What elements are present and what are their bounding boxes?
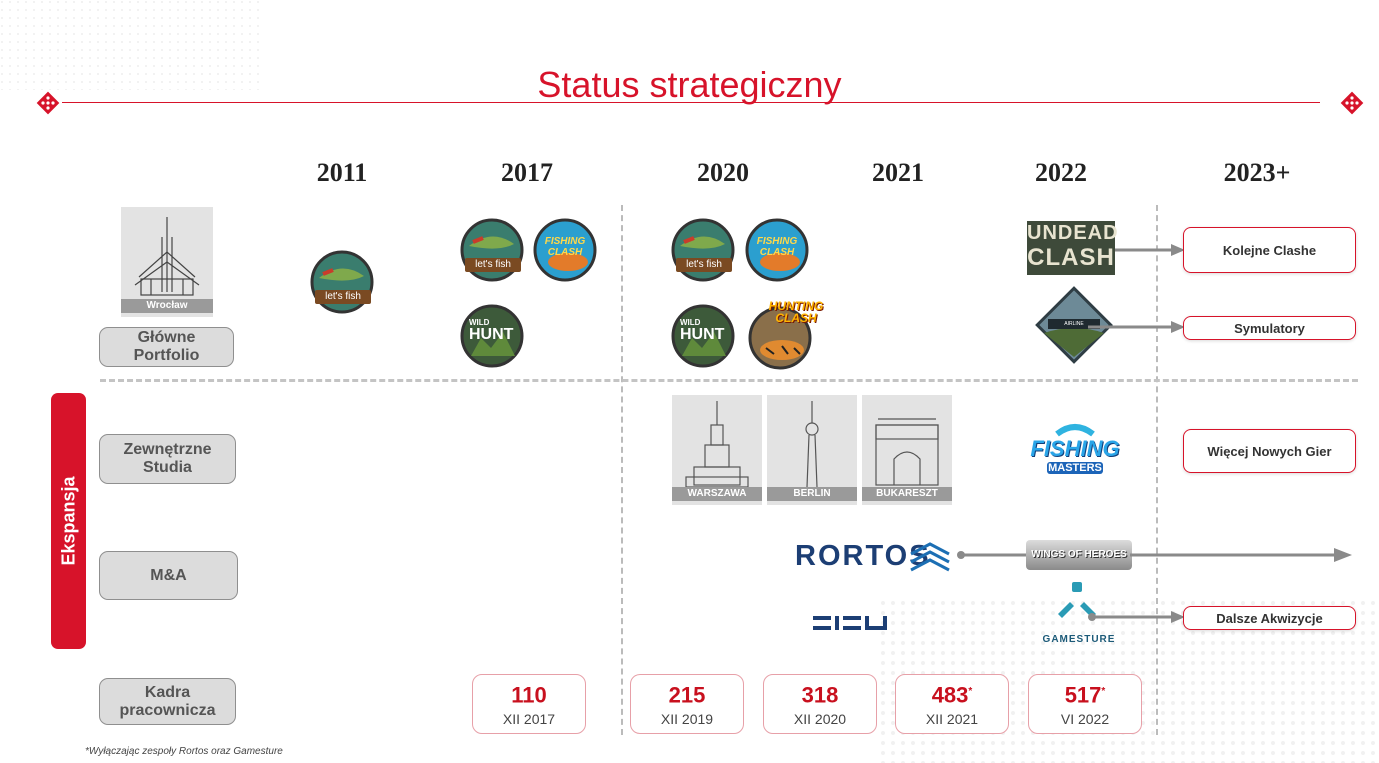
city-label-bukareszt: BUKARESZT [862,487,952,501]
staff-count: 483* [896,680,1008,707]
year-2022: 2022 [1035,158,1087,187]
gamesture-name: GAMESTURE [1042,634,1116,645]
future-kolejne-clashe: Kolejne Clashe [1183,227,1356,273]
city-label-warszawa: WARSZAWA [672,487,762,501]
staff-box-2017: 110 XII 2017 [472,674,586,734]
city-label-berlin: BERLIN [767,487,857,501]
fishing-clash-text: FISHING CLASH [756,236,798,258]
studio-berlin: BERLIN [767,395,857,505]
divider-2023 [1156,205,1158,735]
staff-asterisk: * [1101,686,1106,697]
studio-warszawa: WARSZAWA [672,395,762,505]
future-dalsze-akwizycje: Dalsze Akwizycje [1183,606,1356,630]
rortos-name: RORTOS [795,540,931,572]
staff-date: XII 2020 [793,711,847,728]
row-label-glowne-portfolio: Główne Portfolio [99,327,234,367]
wild-hunt-big: HUNT [680,326,725,343]
undead-line: UNDEAD [1027,222,1119,244]
lets-fish-banner: let's fish [315,290,371,304]
fishing-masters-line2: MASTERS [1047,462,1103,474]
future-wiecej-nowych-gier: Więcej Nowych Gier [1183,429,1356,473]
game-wild-hunt-2020: WILD HUNT [670,304,736,368]
hunting-clash-text: HUNTING CLASH [768,299,824,325]
staff-count: 318 [764,680,876,707]
arrow-undead-to-clashe [1115,244,1185,256]
game-lets-fish-2020: let's fish [670,218,736,282]
building-icon [134,217,200,296]
wild-hunt-big: HUNT [469,326,514,343]
fishing-masters-line1: FISHING [1030,436,1120,461]
ekspansja-bar: Ekspansja [51,393,86,649]
game-fishing-clash-2017: FISHING CLASH [532,218,598,282]
year-2017: 2017 [501,158,553,187]
line-rortos-to-wings [957,551,1035,559]
game-lets-fish-2017: let's fish [459,218,525,282]
page-title: Status strategiczny [537,64,842,105]
game-fishing-masters: FISHING MASTERS [1027,420,1123,482]
airline-commander-text: AIRLINE COMMANDER [1048,319,1100,329]
arrow-gamesture-to-akwizycje [1088,611,1185,623]
wild-hunt-small: WILD [680,318,701,327]
year-2020: 2020 [697,158,749,187]
staff-number: 517 [1064,682,1102,708]
future-symulatory: Symulatory [1183,316,1356,340]
footnote: *Wyłączając zespoły Rortos oraz Gamestur… [85,746,283,757]
staff-number: 215 [668,682,706,708]
staff-number: 110 [511,682,547,708]
hq-wroclaw-illustration: Wrocław [121,207,213,317]
rortos-chevron-icon [910,542,950,572]
staff-date: XII 2021 [925,711,979,728]
year-2023-plus: 2023+ [1223,158,1291,187]
fishing-clash-text: FISHING CLASH [544,236,586,258]
game-lets-fish-2011: let's fish [309,250,375,314]
company-sisu-logo [813,616,887,630]
arrow-airline-to-symulatory [1088,321,1185,333]
staff-count: 110 [473,680,585,707]
row-label-ma: M&A [99,551,238,600]
row-label-zewnetrzne-studia: Zewnętrzne Studia [99,434,236,484]
staff-date: XII 2019 [660,711,714,728]
tv-tower-icon [805,401,819,488]
staff-count: 517* [1029,680,1141,707]
staff-date: XII 2017 [502,711,556,728]
game-undead-clash: UNDEAD CLASH [1027,221,1119,275]
hq-city-label: Wrocław [121,299,213,313]
left-ornament-icon [36,91,60,115]
game-hunting-clash-2020: HUNTING CLASH [744,298,830,370]
staff-asterisk: * [968,686,973,697]
staff-box-2021: 483* XII 2021 [895,674,1009,734]
game-wings-of-heroes: WINGS OF HEROES [1026,540,1132,570]
staff-number: 318 [801,682,839,708]
wings-of-heroes-text: WINGS OF HEROES [1031,549,1127,560]
portfolio-separator [100,379,1358,382]
staff-count: 215 [631,680,743,707]
game-fishing-clash-2020: FISHING CLASH [744,218,810,282]
lets-fish-banner: let's fish [676,258,732,272]
title-rule [62,102,1320,103]
year-2011: 2011 [316,158,368,187]
ekspansja-label: Ekspansja [58,476,78,566]
staff-date: VI 2022 [1060,711,1110,728]
wild-hunt-small: WILD [469,318,490,327]
staff-box-2022: 517* VI 2022 [1028,674,1142,734]
company-rortos: RORTOS [795,536,965,578]
gamesture-hands-icon [1058,582,1096,618]
lets-fish-banner: let's fish [465,258,521,272]
staff-box-2019: 215 XII 2019 [630,674,744,734]
arrow-wings-forward [1130,548,1352,562]
year-2021: 2021 [872,158,924,187]
right-ornament-icon [1340,91,1364,115]
studio-bukareszt: BUKARESZT [862,395,952,505]
arch-icon [875,418,939,486]
company-gamesture: GAMESTURE [1034,580,1124,650]
row-label-kadra: Kadra pracownicza [99,678,236,725]
staff-number: 483 [931,682,969,708]
divider-2020 [621,205,623,735]
game-wild-hunt-2017: WILD HUNT [459,304,525,368]
dot-texture-top-left [0,0,260,90]
game-airline-commander: AIRLINE COMMANDER [1034,285,1114,365]
staff-box-2020: 318 XII 2020 [763,674,877,734]
clash-line: CLASH [1027,244,1115,271]
